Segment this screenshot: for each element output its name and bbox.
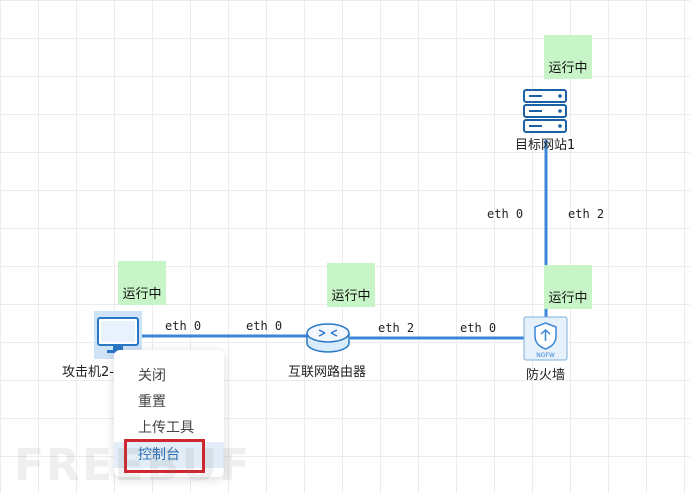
status-badge-target: 运行中	[544, 35, 592, 79]
node-label-attacker: 攻击机2-	[62, 365, 114, 380]
node-label-firewall: 防火墙	[526, 368, 566, 383]
menu-item-upload-tool[interactable]: 上传工具	[138, 420, 194, 436]
menu-item-console[interactable]: 控制台	[114, 442, 224, 468]
iface-label: eth 2	[568, 207, 605, 221]
node-label-target-site: 目标网站1	[515, 138, 576, 153]
node-firewall[interactable]: NGFW	[523, 316, 568, 361]
menu-item-reset[interactable]: 重置	[138, 394, 166, 410]
context-menu: 关闭 重置 上传工具 控制台	[114, 350, 224, 477]
firewall-icon: NGFW	[523, 316, 568, 361]
watermark-logo: FREEBUF	[14, 440, 252, 491]
status-badge-router: 运行中	[327, 263, 375, 307]
menu-item-close[interactable]: 关闭	[138, 368, 166, 384]
node-target-site[interactable]	[522, 88, 570, 136]
node-label-router: 互联网路由器	[288, 365, 367, 380]
iface-label: eth 0	[165, 319, 202, 333]
firewall-icon-caption: NGFW	[536, 352, 555, 359]
router-icon	[306, 323, 350, 353]
status-badge-firewall: 运行中	[544, 265, 592, 309]
status-badge-attacker: 运行中	[118, 261, 166, 305]
iface-label: eth 2	[378, 321, 415, 335]
iface-label: eth 0	[246, 319, 283, 333]
server-icon	[523, 89, 567, 133]
node-router[interactable]	[305, 321, 351, 355]
iface-label: eth 0	[487, 207, 524, 221]
iface-label: eth 0	[460, 321, 497, 335]
monitor-icon	[97, 317, 139, 353]
